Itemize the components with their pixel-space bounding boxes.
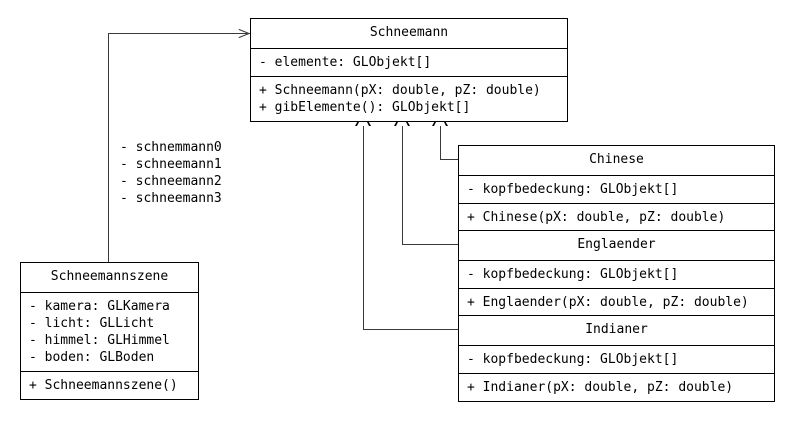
attribute-item: - kopfbedeckung: GLObjekt[] <box>467 267 679 282</box>
operation-item: + Indianer(pX: double, pZ: double) <box>467 380 734 395</box>
operation-item: + gibElemente(): GLObjekt[] <box>259 100 471 115</box>
generalization-line-chinese-horizontal <box>440 159 458 160</box>
operations-compartment-indianer: + Indianer(pX: double, pZ: double) <box>459 373 774 401</box>
class-box-schneemannszene[interactable]: Schneemannszene - kamera: GLKamera - lic… <box>20 262 199 400</box>
association-role-label: - schneemann3 <box>120 191 222 206</box>
operations-compartment-chinese: + Chinese(pX: double, pZ: double) <box>459 203 774 231</box>
attributes-compartment-englaender: - kopfbedeckung: GLObjekt[] <box>459 261 774 288</box>
operation-item: + Schneemann(pX: double, pZ: double) <box>259 83 541 98</box>
association-role-label: - schneemann2 <box>120 174 222 189</box>
attributes-compartment-indianer: - kopfbedeckung: GLObjekt[] <box>459 346 774 373</box>
attributes-compartment-schneemannszene: - kamera: GLKamera - licht: GLLicht - hi… <box>21 293 198 371</box>
association-line-vertical <box>108 33 109 263</box>
class-name-englaender: Englaender <box>459 231 774 261</box>
class-name-indianer: Indianer <box>459 316 774 346</box>
generalization-line-englaender-vertical <box>402 126 403 244</box>
association-line-horizontal <box>108 33 250 34</box>
attributes-compartment-schneemann: - elemente: GLObjekt[] <box>251 49 567 76</box>
class-box-indianer[interactable]: Indianer - kopfbedeckung: GLObjekt[] + I… <box>458 315 775 402</box>
attribute-item: - boden: GLBoden <box>29 350 155 365</box>
association-role-label: - schneemann1 <box>120 157 222 172</box>
generalization-line-indianer-vertical <box>363 126 364 329</box>
class-box-chinese[interactable]: Chinese - kopfbedeckung: GLObjekt[] + Ch… <box>458 145 775 232</box>
generalization-line-chinese-vertical <box>440 126 441 159</box>
attribute-item: - kopfbedeckung: GLObjekt[] <box>467 352 679 367</box>
association-role-labels: - schnemmann0 - schneemann1 - schneemann… <box>120 139 228 207</box>
class-name-schneemann: Schneemann <box>251 19 567 49</box>
attribute-item: - licht: GLLicht <box>29 316 155 331</box>
attribute-item: - himmel: GLHimmel <box>29 333 170 348</box>
operation-item: + Chinese(pX: double, pZ: double) <box>467 210 726 225</box>
class-name-schneemannszene: Schneemannszene <box>21 263 198 293</box>
operation-item: + Englaender(pX: double, pZ: double) <box>467 295 749 310</box>
generalization-line-indianer-horizontal <box>363 329 458 330</box>
attribute-item: - kopfbedeckung: GLObjekt[] <box>467 182 679 197</box>
attribute-item: - elemente: GLObjekt[] <box>259 55 432 70</box>
attributes-compartment-chinese: - kopfbedeckung: GLObjekt[] <box>459 176 774 203</box>
class-box-englaender[interactable]: Englaender - kopfbedeckung: GLObjekt[] +… <box>458 230 775 317</box>
class-name-chinese: Chinese <box>459 146 774 176</box>
operations-compartment-englaender: + Englaender(pX: double, pZ: double) <box>459 288 774 316</box>
operations-compartment-schneemann: + Schneemann(pX: double, pZ: double) + g… <box>251 76 567 121</box>
attribute-item: - kamera: GLKamera <box>29 299 170 314</box>
operation-item: + Schneemannszene() <box>29 378 178 393</box>
class-box-schneemann[interactable]: Schneemann - elemente: GLObjekt[] + Schn… <box>250 18 568 122</box>
operations-compartment-schneemannszene: + Schneemannszene() <box>21 371 198 399</box>
association-arrowhead-icon <box>238 27 250 39</box>
generalization-line-englaender-horizontal <box>402 244 458 245</box>
association-role-label: - schnemmann0 <box>120 140 222 155</box>
